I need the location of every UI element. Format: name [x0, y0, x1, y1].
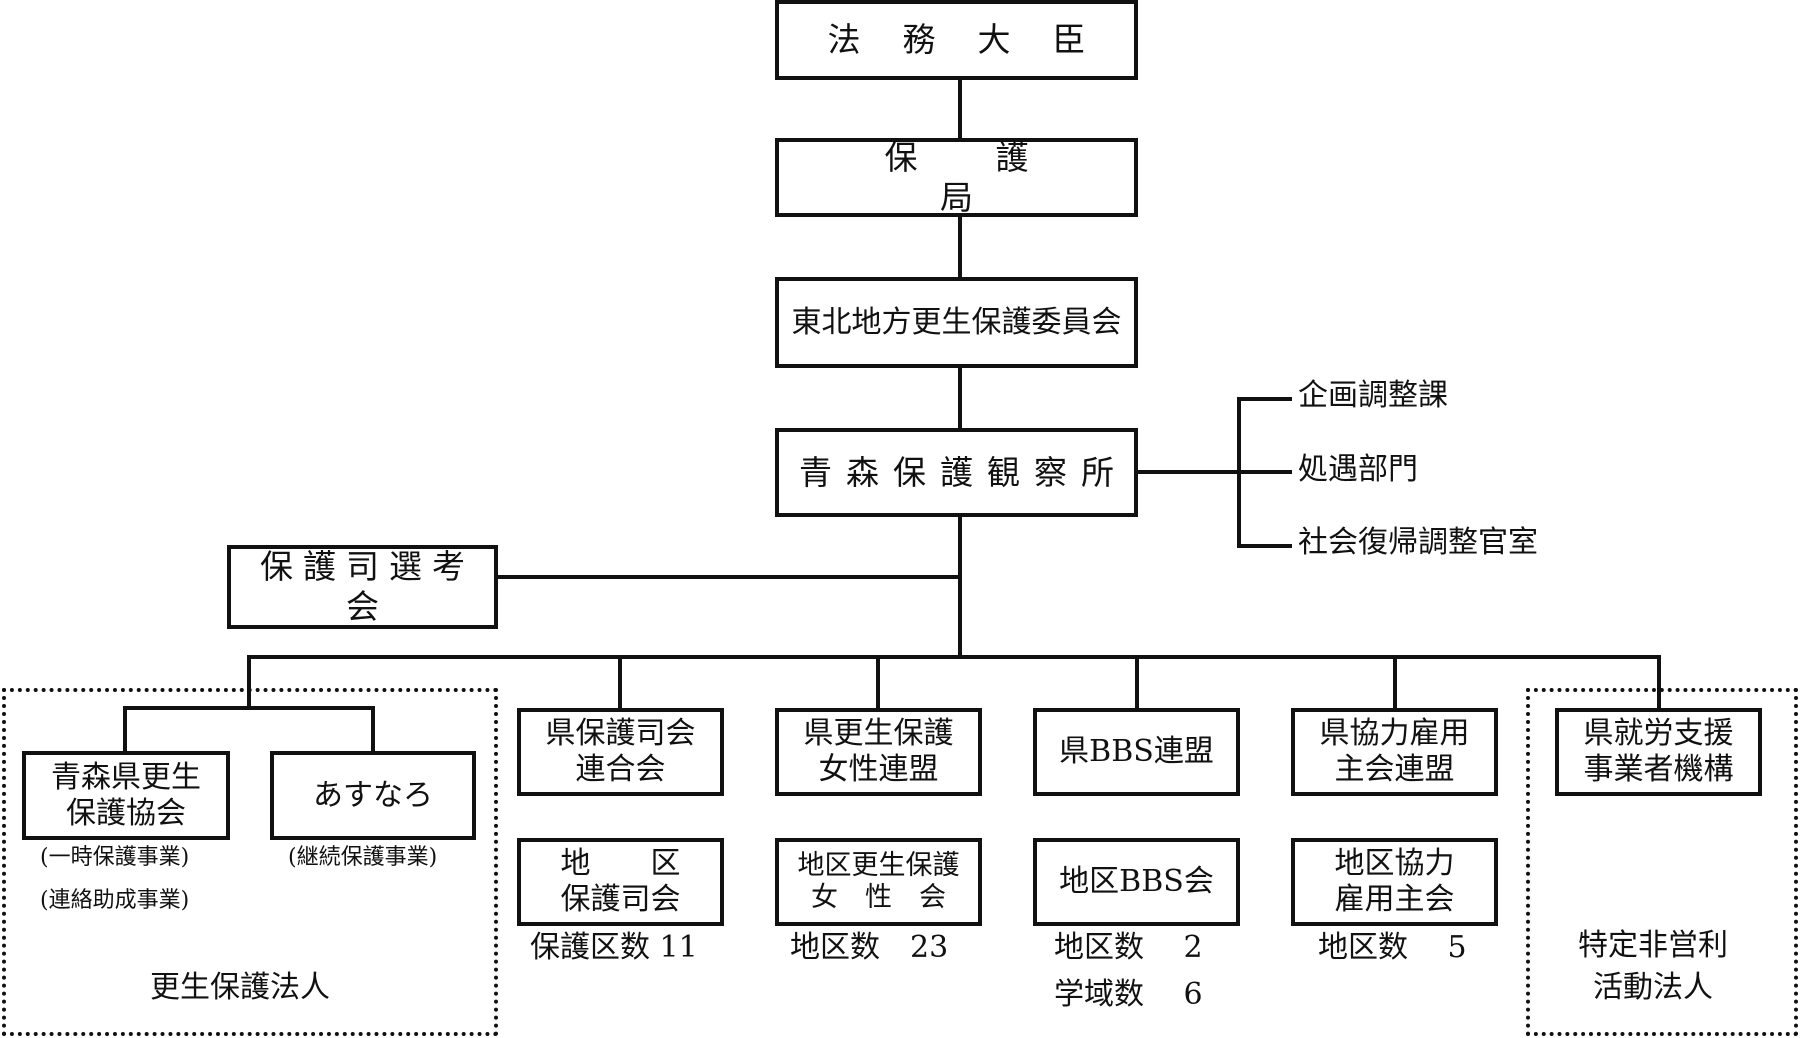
group-rehabilitation-corporations: [2, 688, 498, 1036]
col3-bottom-line1: 地区BBS会: [1059, 864, 1214, 899]
department-1: 企画調整課: [1298, 378, 1448, 413]
npo-member-line2: 事業者機構: [1583, 752, 1734, 787]
box-screening-committee: 保護司選考会: [227, 545, 498, 629]
col1-count-1: 保護区数 11: [530, 930, 698, 965]
box-col3-bottom: 地区BBS会: [1033, 838, 1240, 926]
box-corp-aomori: 青森県更生 保護協会: [22, 751, 230, 840]
col4-bottom-line2: 雇用主会: [1334, 882, 1455, 917]
box-office: 青森保護観察所: [775, 428, 1138, 517]
regional-board-label: 東北地方更生保護委員会: [791, 304, 1122, 340]
col3-count-2: 学域数 6: [1054, 977, 1203, 1012]
group-npo: [1526, 688, 1798, 1036]
box-col4-top: 県協力雇用 主会連盟: [1291, 708, 1498, 796]
office-label: 青森保護観察所: [799, 452, 1128, 492]
box-col3-top: 県BBS連盟: [1033, 708, 1240, 796]
col2-top-line1: 県更生保護: [803, 716, 954, 751]
corp-aomori-line1: 青森県更生: [51, 759, 201, 795]
col2-bottom-line2: 女 性 会: [811, 882, 946, 913]
box-col1-top: 県保護司会 連合会: [517, 708, 724, 796]
col4-bottom-line1: 地区協力: [1334, 846, 1455, 881]
col4-top-line2: 主会連盟: [1334, 752, 1455, 787]
col1-top-line2: 連合会: [575, 752, 666, 787]
col4-count-1: 地区数 5: [1318, 930, 1467, 965]
col4-top-line1: 県協力雇用: [1319, 716, 1470, 751]
corp-group-label: 更生保護法人: [150, 970, 330, 1005]
box-col1-bottom: 地 区 保護司会: [517, 838, 724, 926]
box-minister: 法務大臣: [775, 0, 1138, 80]
corp-aomori-note-2: (連絡助成事業): [40, 888, 190, 913]
col3-top-line1: 県BBS連盟: [1059, 734, 1214, 769]
minister-label: 法務大臣: [827, 20, 1128, 60]
npo-group-label-line2: 活動法人: [1593, 970, 1713, 1005]
department-3: 社会復帰調整官室: [1298, 525, 1538, 560]
screening-committee-label: 保護司選考会: [260, 547, 475, 626]
box-bureau: 保護局: [775, 138, 1138, 217]
box-col2-top: 県更生保護 女性連盟: [775, 708, 982, 796]
col1-top-line1: 県保護司会: [545, 716, 696, 751]
corp-asunaro-label: あすなろ: [313, 777, 433, 813]
col1-bottom-line2: 保護司会: [560, 882, 681, 917]
department-2: 処遇部門: [1298, 452, 1418, 487]
npo-group-label-line1: 特定非営利: [1578, 928, 1728, 963]
npo-member-line1: 県就労支援: [1583, 716, 1734, 751]
col2-count-1: 地区数 23: [790, 930, 949, 965]
box-col2-bottom: 地区更生保護 女 性 会: [775, 838, 982, 926]
box-col4-bottom: 地区協力 雇用主会: [1291, 838, 1498, 926]
box-regional-board: 東北地方更生保護委員会: [775, 277, 1138, 368]
corp-asunaro-note-1: (継続保護事業): [288, 845, 438, 870]
col3-count-1: 地区数 2: [1054, 930, 1203, 965]
corp-aomori-note-1: (一時保護事業): [40, 845, 190, 870]
bureau-label: 保護局: [884, 137, 1107, 217]
col1-bottom-line1: 地 区: [560, 846, 681, 881]
corp-aomori-line2: 保護協会: [66, 795, 186, 831]
col2-bottom-line1: 地区更生保護: [797, 849, 960, 881]
box-npo-member: 県就労支援 事業者機構: [1555, 708, 1762, 796]
col2-top-line2: 女性連盟: [818, 752, 939, 787]
box-corp-asunaro: あすなろ: [270, 751, 476, 840]
